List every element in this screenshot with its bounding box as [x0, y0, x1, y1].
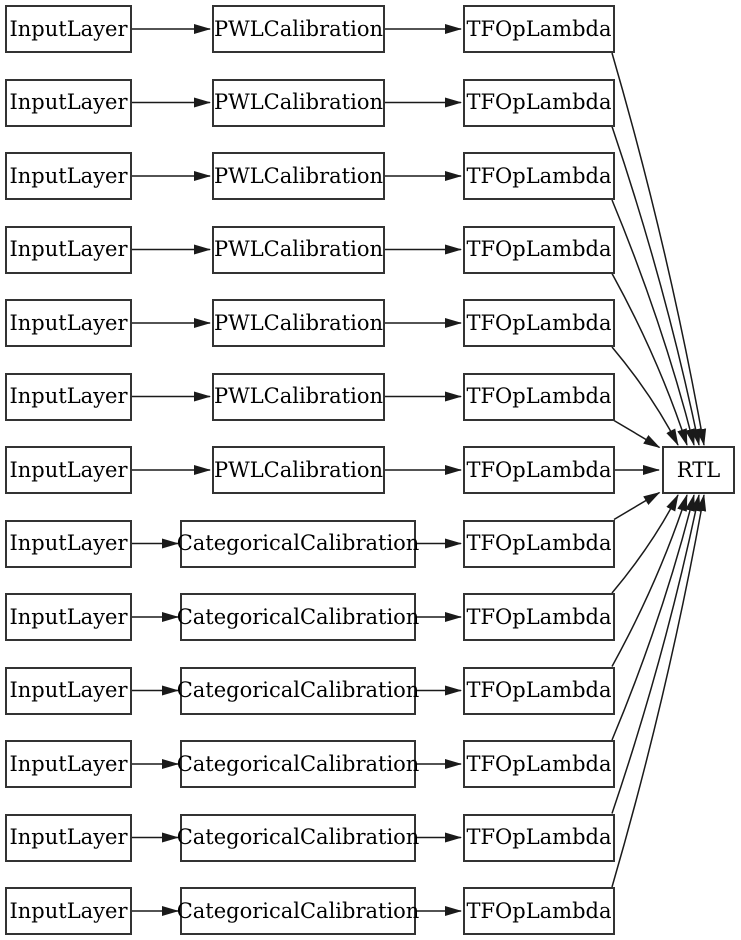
node-pwl-calibration: PWLCalibration [212, 372, 385, 421]
edge-arrow [613, 419, 661, 449]
edge-arrow [611, 273, 688, 446]
edge-arrow [613, 491, 661, 521]
node-input-layer: InputLayer [5, 666, 132, 715]
edge-arrow [611, 52, 707, 446]
edge-arrow [611, 494, 701, 814]
edge-arrow [611, 346, 679, 446]
edge-arrow [611, 199, 695, 446]
node-input-layer: InputLayer [5, 519, 132, 568]
node-categorical-calibration: CategoricalCalibration [177, 740, 419, 788]
node-input-layer: InputLayer [5, 813, 132, 862]
node-input-layer: InputLayer [5, 299, 132, 347]
node-input-layer: InputLayer [5, 225, 132, 274]
node-tfop-lambda: TFOpLambda [463, 666, 615, 715]
edge-arrow [611, 494, 707, 888]
node-tfop-lambda: TFOpLambda [463, 152, 615, 200]
node-categorical-calibration: CategoricalCalibration [177, 813, 419, 862]
node-tfop-lambda: TFOpLambda [463, 78, 615, 127]
edge-arrow [611, 126, 701, 446]
edge-arrow [611, 494, 688, 667]
node-tfop-lambda: TFOpLambda [463, 372, 615, 421]
node-input-layer: InputLayer [5, 78, 132, 127]
node-tfop-lambda: TFOpLambda [463, 740, 615, 788]
node-pwl-calibration: PWLCalibration [212, 446, 385, 494]
node-rtl: RTL [662, 446, 735, 494]
edge-arrow [611, 494, 695, 741]
node-tfop-lambda: TFOpLambda [463, 225, 615, 274]
node-input-layer: InputLayer [5, 446, 132, 494]
node-categorical-calibration: CategoricalCalibration [177, 593, 419, 641]
node-input-layer: InputLayer [5, 372, 132, 421]
node-categorical-calibration: CategoricalCalibration [177, 666, 419, 715]
node-pwl-calibration: PWLCalibration [212, 152, 385, 200]
edge-arrow [611, 494, 679, 594]
node-tfop-lambda: TFOpLambda [463, 593, 615, 641]
node-input-layer: InputLayer [5, 740, 132, 788]
node-pwl-calibration: PWLCalibration [212, 5, 385, 53]
node-input-layer: InputLayer [5, 887, 132, 935]
node-pwl-calibration: PWLCalibration [212, 225, 385, 274]
node-pwl-calibration: PWLCalibration [212, 299, 385, 347]
node-tfop-lambda: TFOpLambda [463, 887, 615, 935]
node-input-layer: InputLayer [5, 5, 132, 53]
node-tfop-lambda: TFOpLambda [463, 5, 615, 53]
node-tfop-lambda: TFOpLambda [463, 813, 615, 862]
node-input-layer: InputLayer [5, 152, 132, 200]
node-categorical-calibration: CategoricalCalibration [177, 887, 419, 935]
node-pwl-calibration: PWLCalibration [212, 78, 385, 127]
node-tfop-lambda: TFOpLambda [463, 519, 615, 568]
node-tfop-lambda: TFOpLambda [463, 446, 615, 494]
node-tfop-lambda: TFOpLambda [463, 299, 615, 347]
node-input-layer: InputLayer [5, 593, 132, 641]
node-categorical-calibration: CategoricalCalibration [177, 519, 419, 568]
